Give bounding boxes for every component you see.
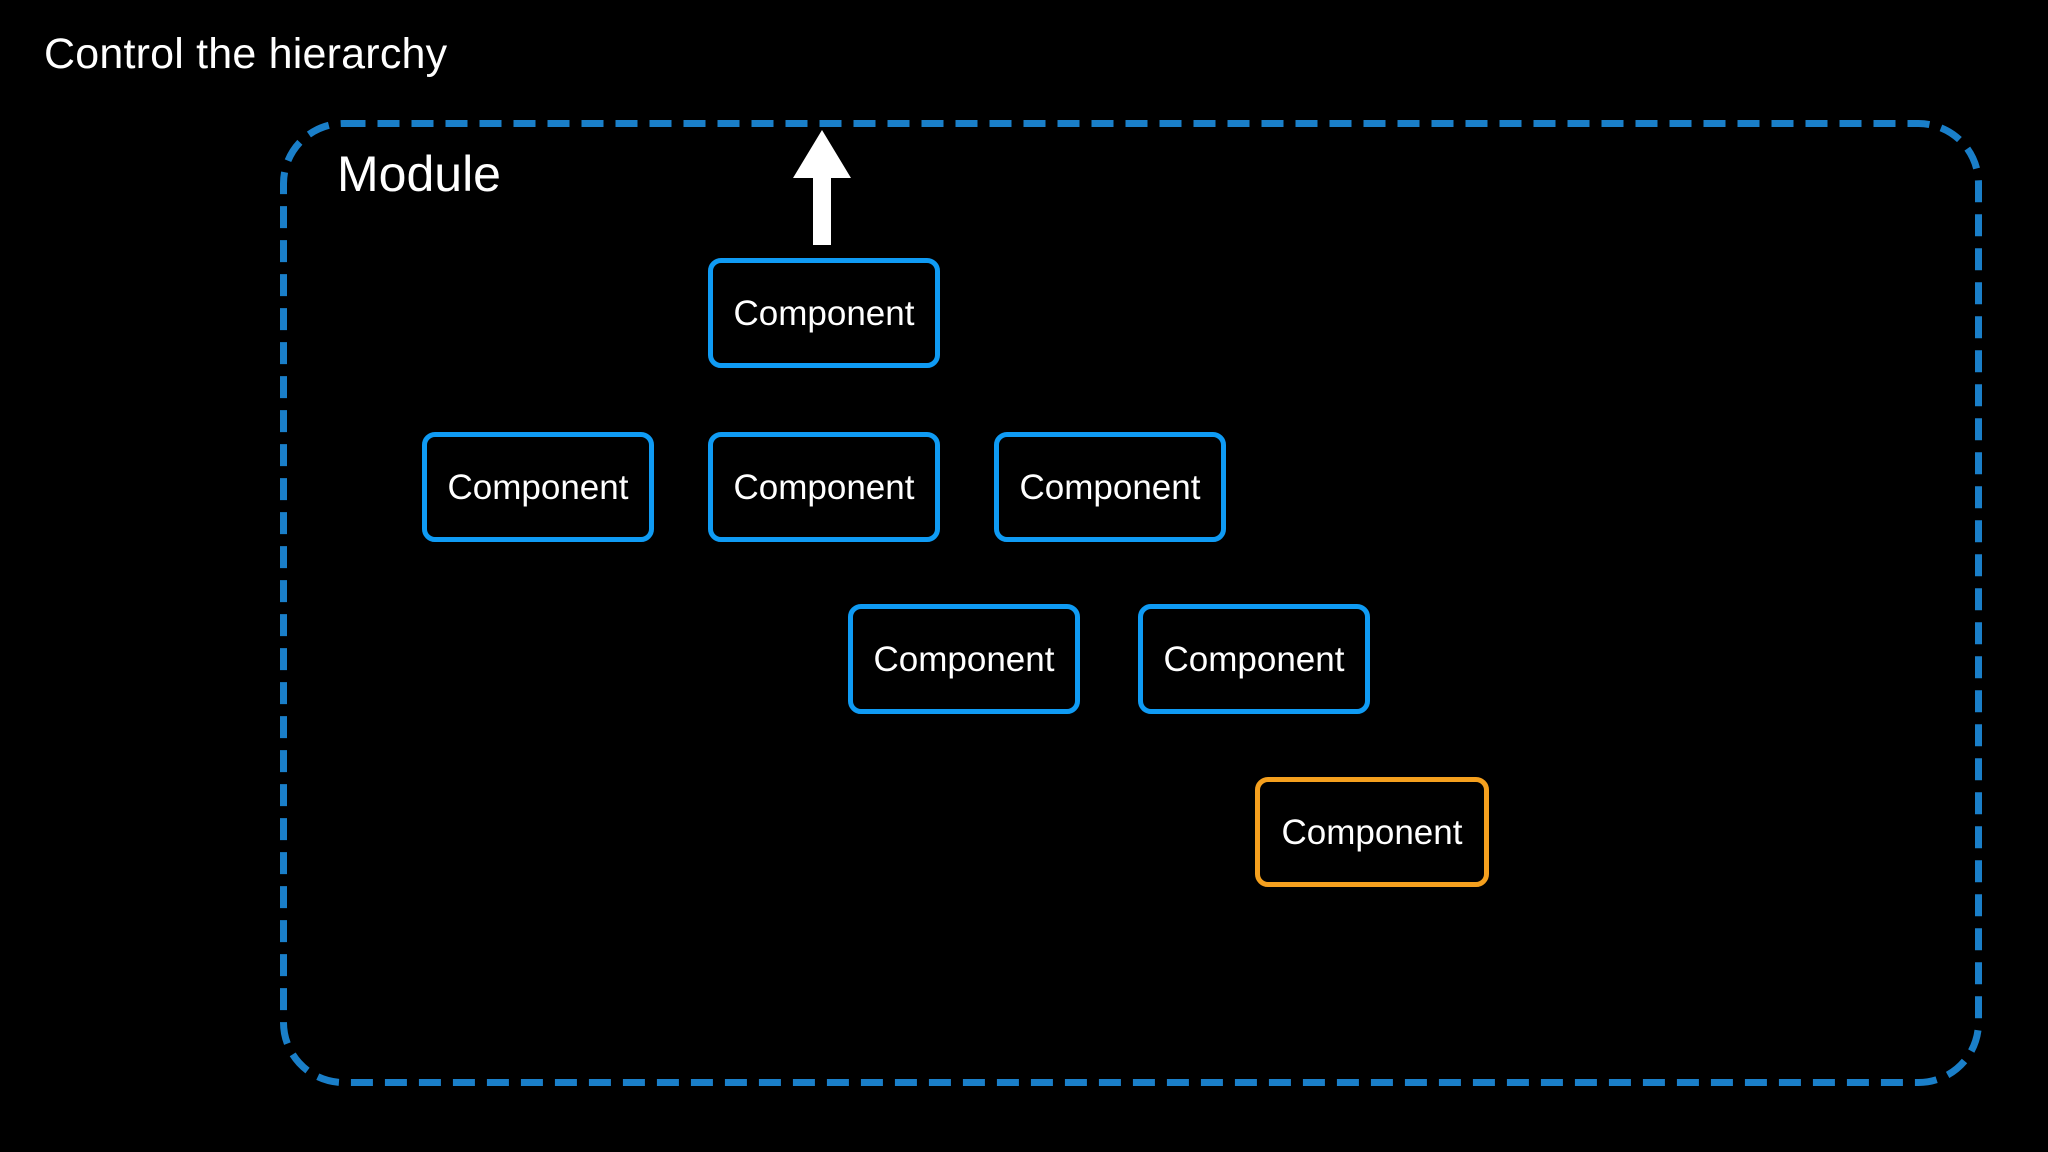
up-arrow-svg bbox=[793, 130, 851, 245]
component-label: Component bbox=[733, 467, 915, 507]
component-label: Component bbox=[733, 293, 915, 333]
component-label: Component bbox=[1281, 812, 1463, 852]
component-label: Component bbox=[1163, 639, 1345, 679]
component-box[interactable]: Component bbox=[1255, 777, 1489, 887]
component-box[interactable]: Component bbox=[422, 432, 654, 542]
component-label: Component bbox=[1019, 467, 1201, 507]
module-container bbox=[280, 120, 1982, 1086]
component-label: Component bbox=[873, 639, 1055, 679]
page-title: Control the hierarchy bbox=[44, 30, 448, 78]
module-label: Module bbox=[337, 146, 501, 202]
up-arrow-glyph bbox=[793, 130, 851, 245]
component-label: Component bbox=[447, 467, 629, 507]
component-box[interactable]: Component bbox=[1138, 604, 1370, 714]
module-dashed-border bbox=[280, 120, 1982, 1086]
component-box[interactable]: Component bbox=[708, 432, 940, 542]
up-arrow-icon bbox=[793, 130, 851, 245]
module-dashed-border-svg bbox=[280, 120, 1982, 1086]
component-box[interactable]: Component bbox=[994, 432, 1226, 542]
component-box[interactable]: Component bbox=[848, 604, 1080, 714]
component-box[interactable]: Component bbox=[708, 258, 940, 368]
